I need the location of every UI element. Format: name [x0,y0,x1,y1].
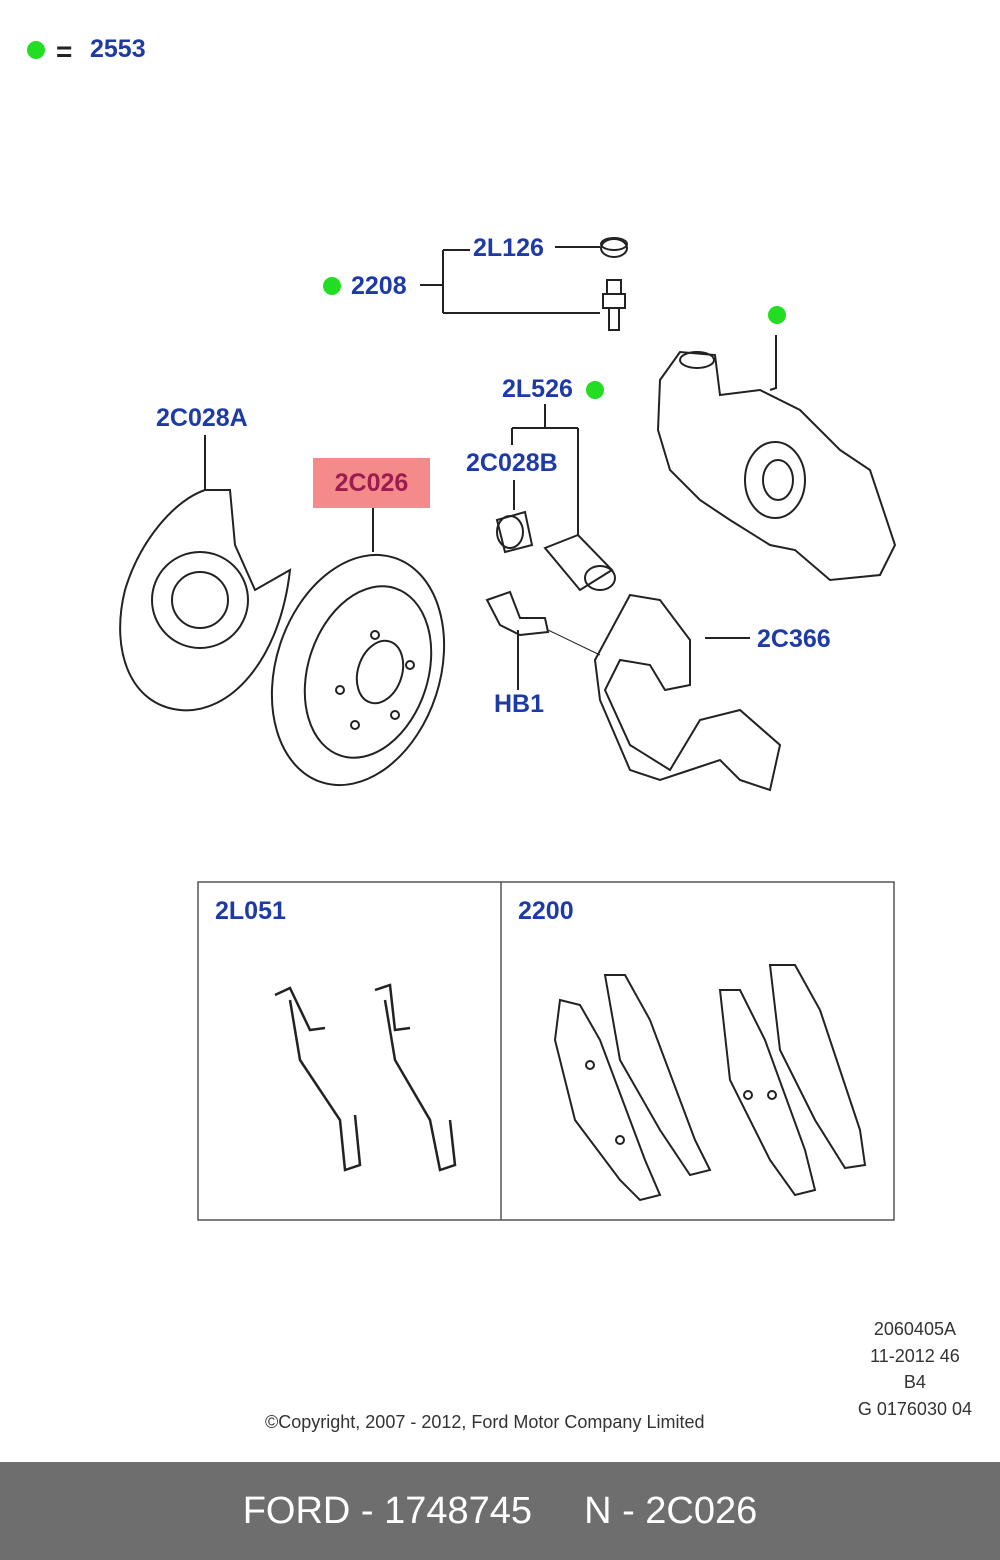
copyright: ©Copyright, 2007 - 2012, Ford Motor Comp… [265,1412,705,1432]
label-2L126: 2L126 [473,234,544,262]
guide-pin-sleeve [543,533,616,592]
highlighted-part-label-2C026[interactable]: 2C026 [313,458,430,508]
reference-block: 2060405A 11-2012 46 B4 G 0176030 04 [858,1316,972,1422]
ref-line-2: 11-2012 46 [870,1345,960,1366]
legend-dot [27,41,45,59]
caliper-bracket-2C366 [593,593,782,792]
anti-rattle-clips-2L051 [274,983,457,1172]
brake-pads-2200 [553,964,867,1202]
label-2L051: 2L051 [215,897,286,925]
dot-caliper [768,306,786,324]
ref-line-1: 2060405A [873,1319,956,1339]
ref-line-3: B4 [903,1372,926,1392]
backing-plate-2C028A [119,489,292,712]
cap-2L126 [600,237,628,258]
label-2L526: 2L526 [502,375,573,403]
guide-pin-boot [495,510,534,554]
legend-equals: = [56,36,73,67]
brake-disc-2C026 [270,553,446,787]
label-2C366: 2C366 [757,625,831,653]
leader-lines [204,246,777,690]
label-2200: 2200 [518,897,574,925]
exploded-parts-drawing [119,237,897,1221]
label-2C028B: 2C028B [466,449,558,477]
dot-2208 [323,277,341,295]
label-2C028A: 2C028A [156,404,248,432]
footer-bar: FORD - 1748745 N - 2C026 [0,1462,1000,1560]
legend-value: 2553 [90,35,146,63]
label-HB1: HB1 [494,690,545,718]
dot-2L526 [586,381,604,399]
bolt-HB1 [485,590,550,637]
bleed-screw [602,279,626,331]
kit-boxes [197,881,895,1221]
ref-line-4: G 0176030 04 [857,1398,972,1419]
footer-part-number: FORD - 1748745 [242,1489,533,1532]
footer-base-number: N - 2C026 [584,1489,758,1532]
label-2208: 2208 [351,272,407,300]
brake-caliper [656,350,897,582]
